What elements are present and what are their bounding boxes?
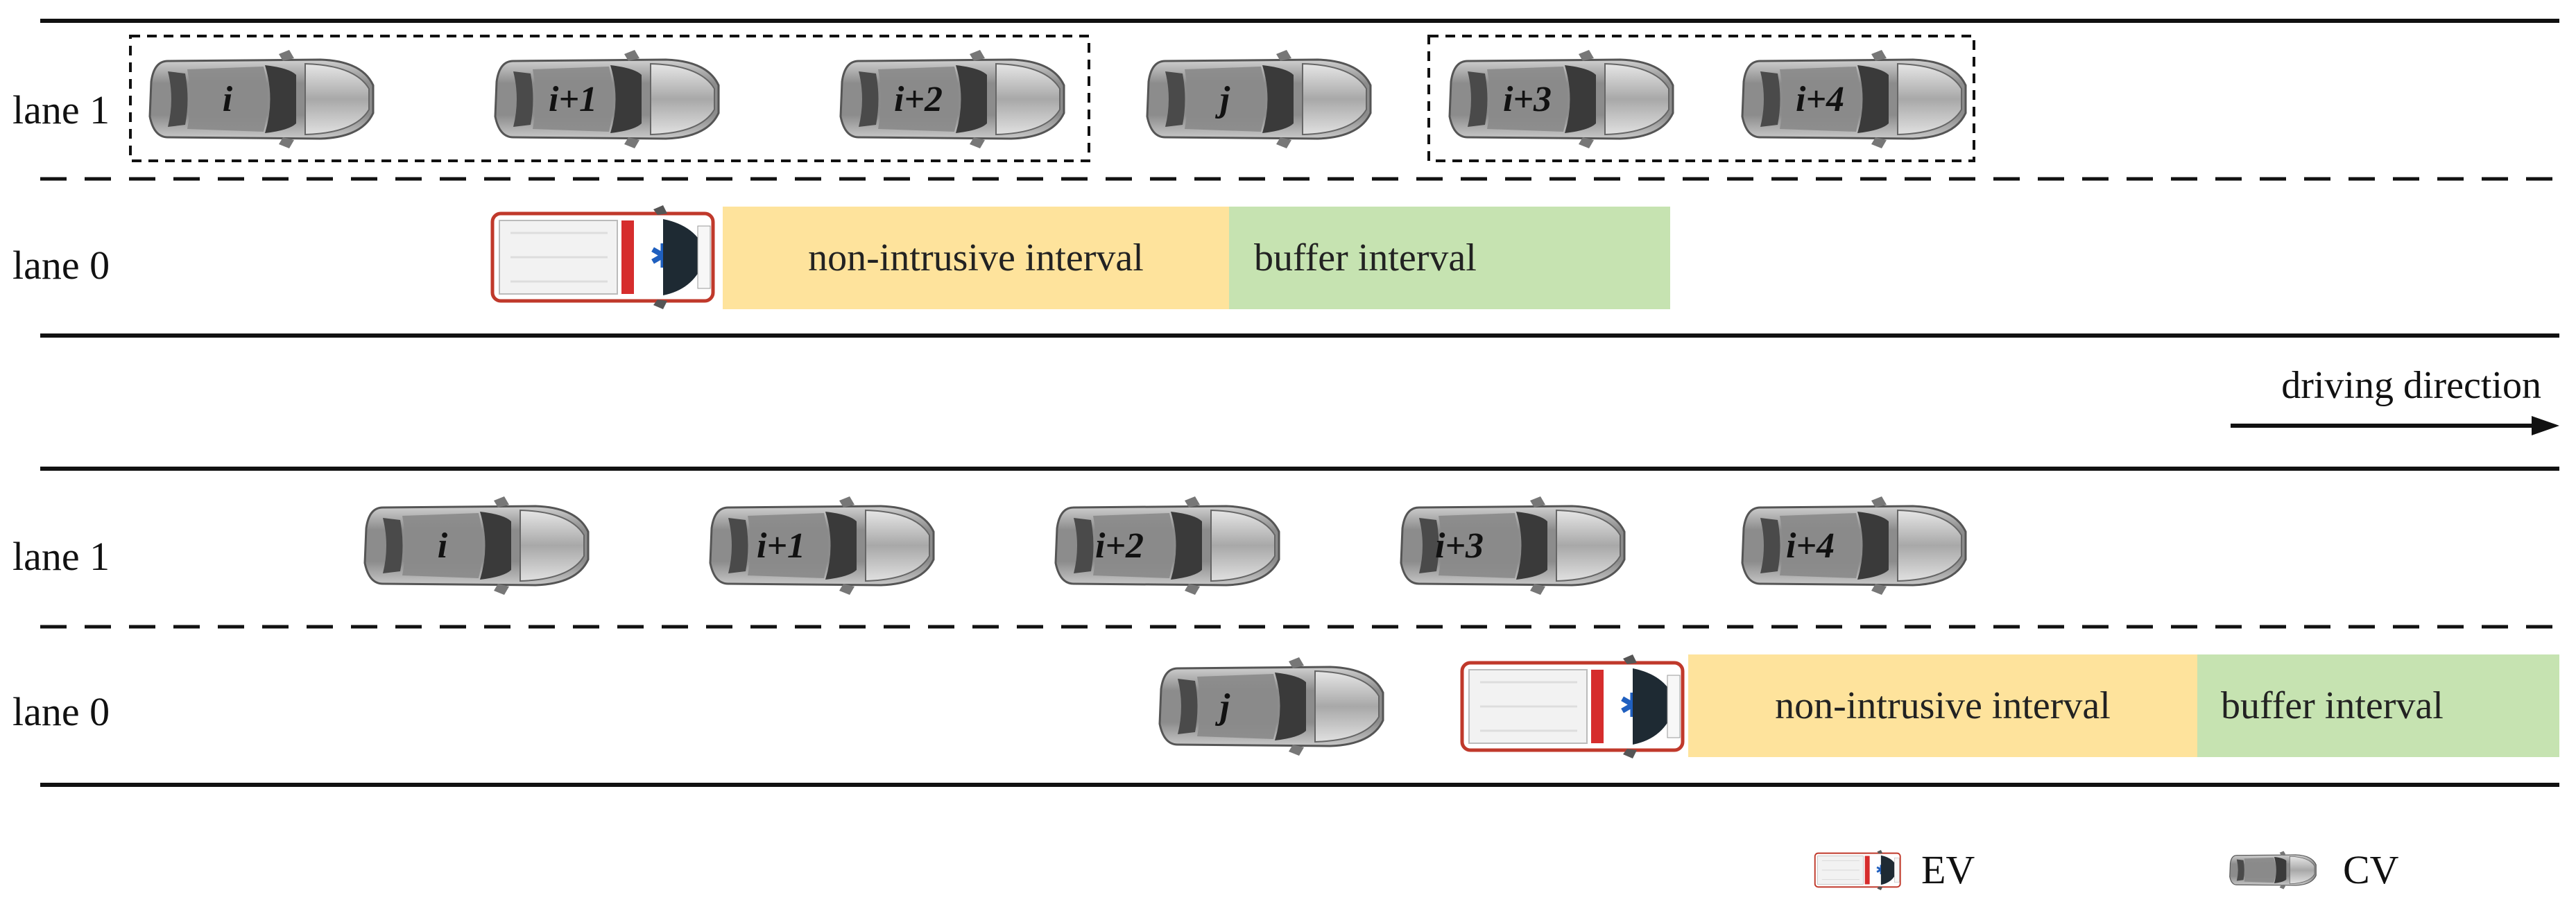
top-scenario: lane 1 lane 0 i i+1 i+2 j i+3 i+4 non-in… [12,19,2559,338]
top-lane0-label: lane 0 [12,243,110,288]
legend-ev-label: EV [1921,847,1975,892]
car-label: i+3 [1503,80,1552,119]
bottom-scenario: lane 1 lane 0 i i+1 i+2 i+3 i+4 j non-in… [12,467,2559,787]
ambulance-icon [1462,654,1683,758]
ambulance-icon [1814,850,1901,890]
buffer-interval [2197,654,2559,757]
buffer-interval-label: buffer interval [2221,684,2444,727]
non-intrusive-interval [1688,654,2197,757]
non-intrusive-interval [723,207,1229,309]
legend: EV CV [1814,847,2399,892]
driving-direction: driving direction [2231,364,2559,435]
legend-cv-label: CV [2343,847,2399,892]
car-label: i [223,80,233,119]
car-icon [1054,495,1280,596]
non-intrusive-interval-label: non-intrusive interval [808,236,1144,279]
platoon-box-1 [129,35,1090,162]
buffer-interval-label: buffer interval [1254,236,1477,279]
car-label: i+2 [894,80,943,119]
car-icon [1146,49,1372,150]
car-icon [363,495,590,596]
car-icon [1158,656,1384,757]
car-icon [1448,49,1674,150]
ambulance-icon [492,205,713,309]
platoon-box-2 [1427,35,1975,162]
car-label: i+4 [1796,80,1844,119]
buffer-interval [1229,207,1670,309]
car-icon [148,49,375,150]
car-icon [1741,495,1967,596]
car-icon [709,495,935,596]
car-icon [2229,850,2317,890]
car-label: i [438,526,448,566]
car-icon [1741,49,1967,150]
driving-direction-label: driving direction [2281,364,2541,407]
car-label: i+1 [549,80,597,119]
car-label: i+4 [1786,526,1835,566]
top-lane1-label: lane 1 [12,87,110,132]
car-icon [839,49,1065,150]
bottom-lane0-label: lane 0 [12,689,110,734]
car-label: i+3 [1435,526,1484,566]
bottom-lane1-label: lane 1 [12,534,110,579]
car-label: i+1 [757,526,805,566]
non-intrusive-interval-label: non-intrusive interval [1775,684,2111,727]
car-label: i+2 [1095,526,1144,566]
car-icon [494,49,720,150]
arrow-right-icon [2532,416,2559,435]
